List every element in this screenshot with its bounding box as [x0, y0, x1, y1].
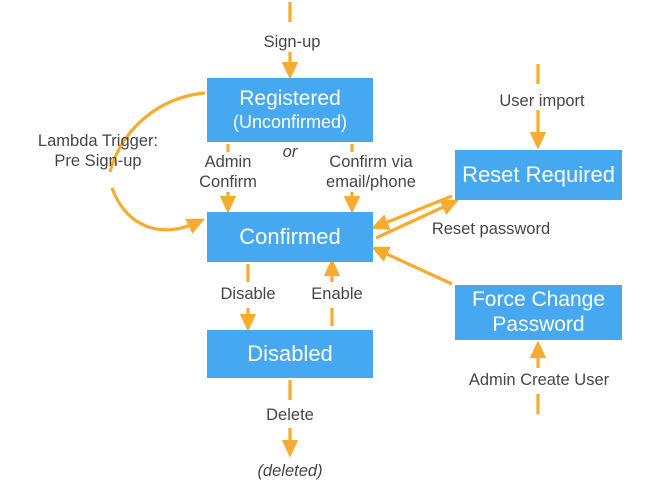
- edge-label-or: or: [282, 143, 298, 161]
- state-node-registered-label-1: Registered: [239, 87, 341, 110]
- state-node-force-change-password-label-2: Password: [492, 312, 585, 336]
- state-node-confirmed-label: Confirmed: [239, 224, 341, 250]
- terminal-state-deleted: (deleted): [257, 462, 323, 480]
- edge-lambda-upper: [108, 91, 206, 173]
- state-node-reset-required[interactable]: Reset Required: [455, 150, 622, 200]
- edge-label-admin-confirm: Admin Confirm: [199, 153, 257, 192]
- edge-label-disable: Disable: [220, 285, 276, 303]
- state-node-force-change-password[interactable]: Force Change Password: [455, 285, 622, 340]
- edge-label-signup: Sign-up: [263, 33, 321, 51]
- edge-label-lambda-trigger: Lambda Trigger: Pre Sign-up: [37, 132, 159, 171]
- edge-label-user-import: User import: [499, 92, 585, 110]
- edge-lambda-lower: [110, 187, 205, 234]
- state-node-registered[interactable]: Registered (Unconfirmed): [207, 78, 373, 142]
- edge-reset-to-confirmed: [370, 194, 453, 230]
- state-node-registered-label-2: (Unconfirmed): [232, 111, 348, 132]
- state-node-disabled[interactable]: Disabled: [207, 330, 373, 378]
- edge-label-confirm-via-email-phone: Confirm via email/phone: [326, 153, 416, 192]
- state-node-reset-required-label: Reset Required: [462, 162, 615, 188]
- edge-label-reset-password: Reset password: [431, 220, 551, 238]
- edge-label-enable: Enable: [311, 285, 363, 303]
- state-node-disabled-label: Disabled: [247, 341, 333, 367]
- edge-confirmed-to-reset: [375, 199, 459, 240]
- edge-label-delete: Delete: [266, 406, 314, 424]
- edge-label-admin-create-user: Admin Create User: [468, 371, 610, 389]
- edge-force-change-to-confirmed: [371, 246, 453, 286]
- state-node-confirmed[interactable]: Confirmed: [207, 212, 373, 262]
- state-node-force-change-password-label-1: Force Change: [471, 287, 606, 311]
